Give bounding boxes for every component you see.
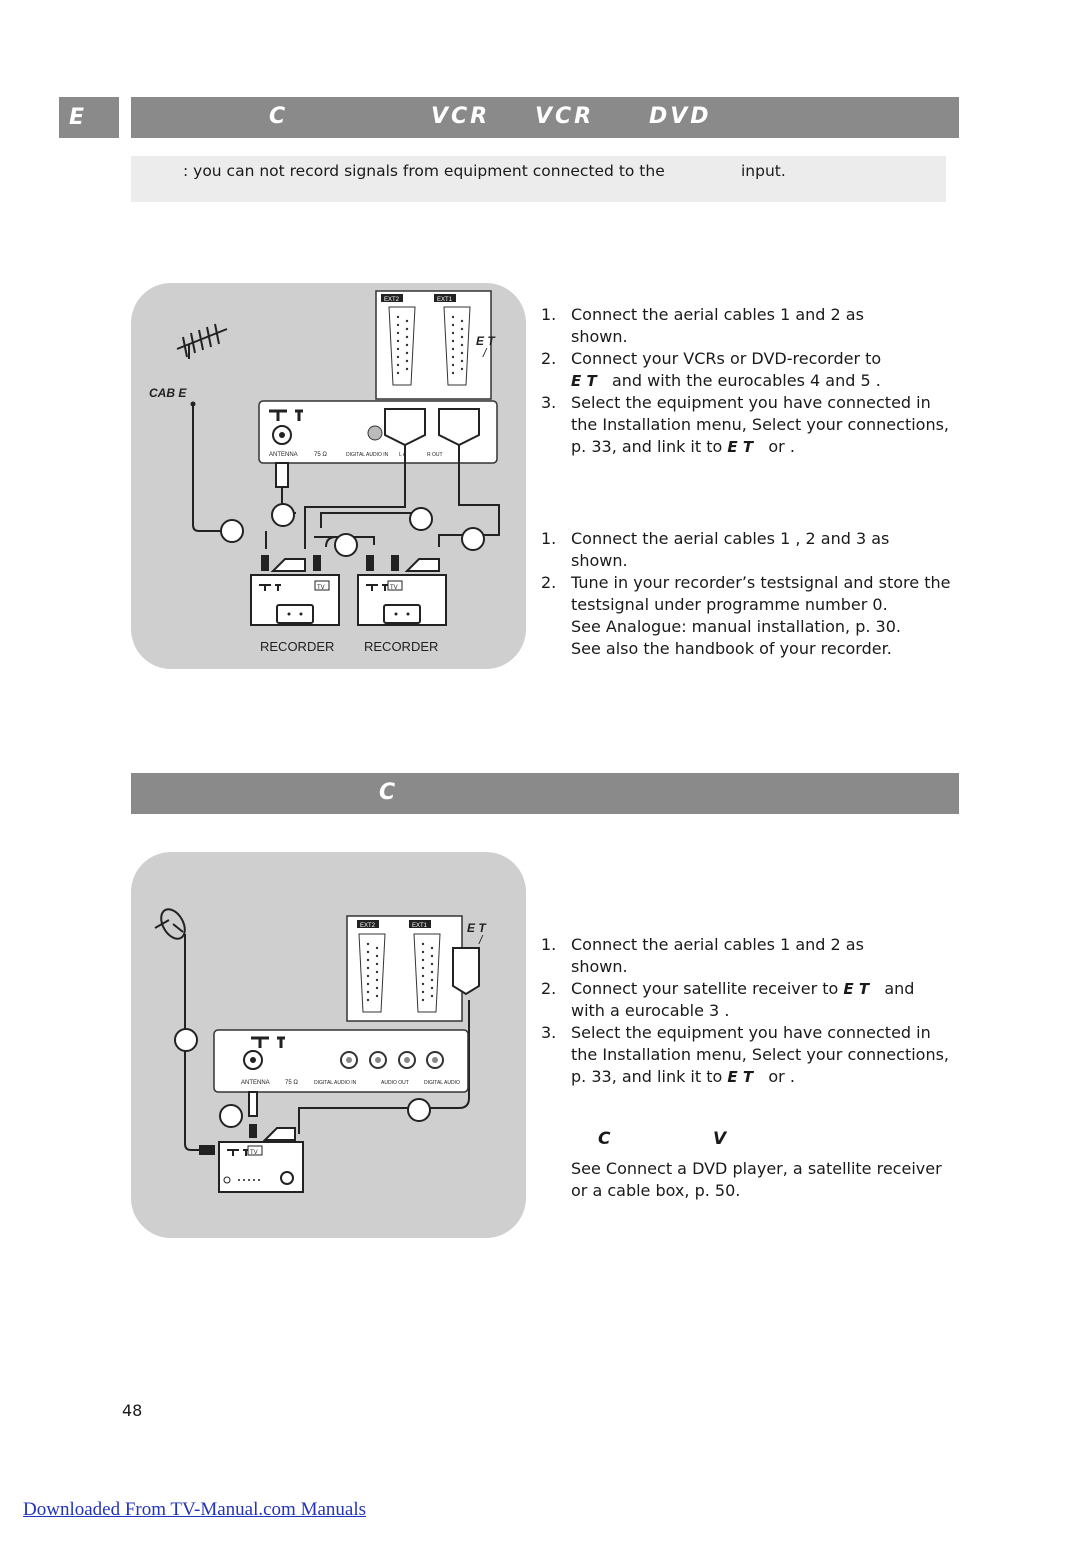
section-tab: E <box>59 97 119 138</box>
steps-recorder-connect: 1.Connect the aerial cables 1 and 2 as s… <box>541 305 950 456</box>
satellite-dish-icon <box>154 908 186 940</box>
recorder-label-2: RECORDER <box>364 639 438 654</box>
svg-text:DIGITAL AUDIO: DIGITAL AUDIO <box>424 1080 460 1086</box>
download-link[interactable]: Downloaded From TV-Manual.com Manuals <box>23 1499 367 1520</box>
recorder-diagram-svg: CAB E EXT2 EXT1 E T / ANTENNA 75 Ω DIGIT… <box>149 290 500 654</box>
svg-text:EXT2: EXT2 <box>384 297 400 303</box>
svg-text:EXT2: EXT2 <box>360 923 376 929</box>
note-box: : you can not record signals from equipm… <box>131 156 946 202</box>
svg-text:DIGITAL AUDIO IN: DIGITAL AUDIO IN <box>314 1080 357 1086</box>
svg-text:EXT1: EXT1 <box>412 923 428 929</box>
recorder-label-1: RECORDER <box>260 639 334 654</box>
svg-text:75 Ω: 75 Ω <box>314 452 327 458</box>
svg-text:/: / <box>478 933 484 947</box>
svg-text:ANTENNA: ANTENNA <box>241 1080 270 1086</box>
subhead-c: C <box>598 1129 611 1149</box>
section-title-bar-2: C <box>131 773 959 814</box>
svg-text:E T: E T <box>467 921 487 935</box>
recorder-device-1: TV <box>250 574 340 626</box>
steps-satellite-connect: 1.Connect the aerial cables 1 and 2 as s… <box>541 935 950 1086</box>
title-dvd: DVD <box>649 104 712 129</box>
svg-text:TV: TV <box>390 585 398 591</box>
steps-recorder-testsignal: 1.Connect the aerial cables 1 , 2 and 3 … <box>541 529 951 658</box>
recorder-diagram: CAB E EXT2 EXT1 E T / ANTENNA 75 Ω DIGIT… <box>131 283 526 669</box>
svg-text:AUDIO OUT: AUDIO OUT <box>381 1080 409 1086</box>
note-text-a: : you can not record signals from equipm… <box>183 162 665 180</box>
svg-text:EXT1: EXT1 <box>437 297 453 303</box>
satellite-diagram-svg: EXT2 EXT1 E T / ANTENNA 75 Ω DIGITAL AUD… <box>154 908 487 1193</box>
subhead-v: V <box>713 1129 727 1149</box>
title-vcr-2: VCR <box>535 104 595 129</box>
svg-text:TV: TV <box>250 1150 258 1156</box>
note-text-b: input. <box>741 162 786 180</box>
recorder-device-2: TV <box>357 574 447 626</box>
svg-text:75 Ω: 75 Ω <box>285 1080 298 1086</box>
svg-text:R OUT: R OUT <box>427 452 443 458</box>
svg-text:TV: TV <box>317 585 325 591</box>
title-vcr-1: VCR <box>431 104 491 129</box>
satellite-diagram: EXT2 EXT1 E T / ANTENNA 75 Ω DIGITAL AUD… <box>131 852 526 1238</box>
section-title-bar: C VCR VCR DVD <box>131 97 959 138</box>
svg-text:/: / <box>482 346 488 360</box>
page-number: 48 <box>122 1401 143 1420</box>
cable-label: CAB E <box>149 386 187 400</box>
antenna-icon <box>176 323 228 359</box>
svg-text:L A: L A <box>399 452 407 458</box>
svg-text:E T: E T <box>476 334 496 348</box>
satellite-receiver-device: TV <box>218 1141 304 1193</box>
title2-c: C <box>379 780 399 805</box>
svg-text:DIGITAL AUDIO IN: DIGITAL AUDIO IN <box>346 452 389 458</box>
title-c: C <box>269 104 289 129</box>
svg-text:ANTENNA: ANTENNA <box>269 452 298 458</box>
see-connect-note: See Connect a DVD player, a satellite re… <box>571 1159 942 1200</box>
